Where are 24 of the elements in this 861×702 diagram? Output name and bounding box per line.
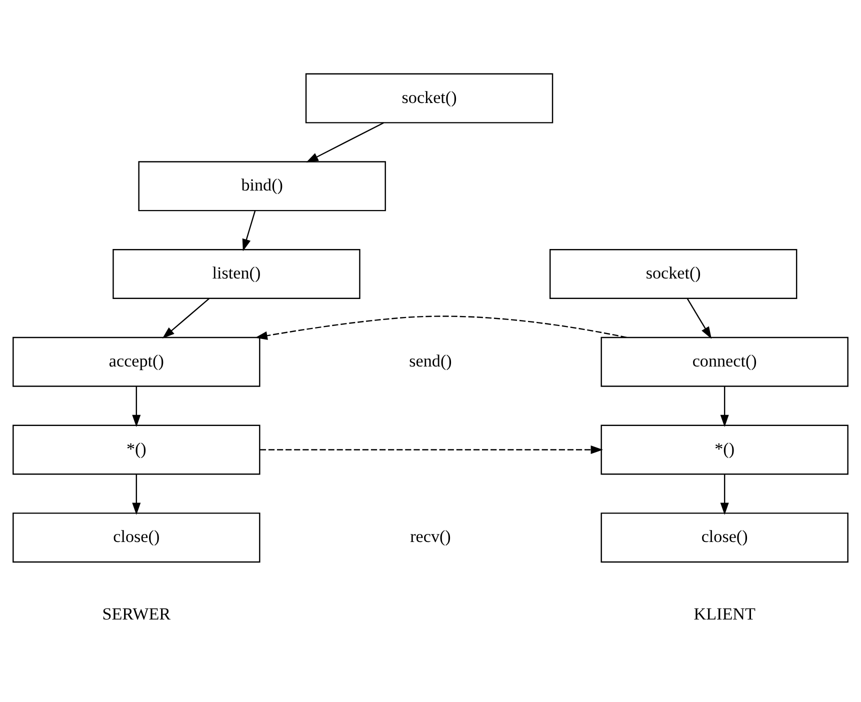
node-box: socket() — [305, 72, 554, 123]
arrow — [720, 474, 729, 514]
arrow — [306, 122, 384, 162]
arrow — [686, 298, 712, 338]
node-box: socket() — [549, 248, 798, 299]
arrow — [132, 474, 141, 514]
arrow — [242, 210, 256, 251]
label: KLIENT — [694, 604, 756, 624]
arrow — [255, 315, 627, 340]
label: SERWER — [102, 604, 171, 624]
node-box: bind() — [138, 160, 386, 211]
node-box: accept() — [12, 336, 260, 386]
node-box: close() — [600, 512, 848, 562]
node-box: listen() — [112, 248, 360, 299]
arrow — [260, 444, 603, 454]
node-box: *() — [600, 424, 848, 474]
node-box: close() — [12, 512, 260, 562]
arrow — [720, 386, 729, 427]
arrow — [132, 386, 141, 427]
arrow — [162, 298, 210, 338]
label: send() — [409, 350, 452, 370]
node-box: connect() — [600, 336, 848, 386]
node-box: *() — [12, 424, 260, 474]
label: recv() — [410, 526, 451, 546]
